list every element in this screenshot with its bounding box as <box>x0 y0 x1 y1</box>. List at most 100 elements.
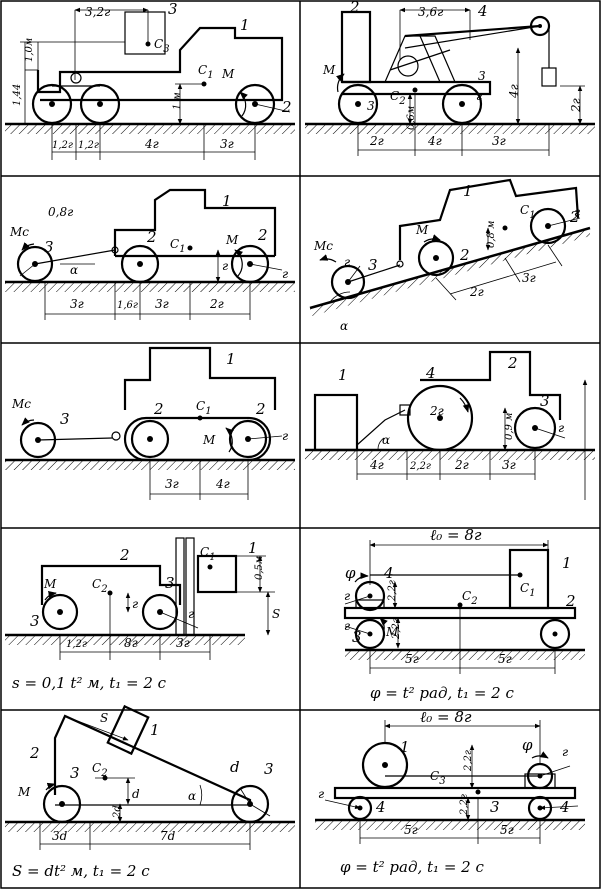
p1-dim-c: 4г <box>144 137 159 151</box>
p8-c2-label: C2 <box>462 589 478 607</box>
p10-dim-b: 5г <box>500 823 514 837</box>
p1-c1-label: C1 <box>198 63 214 81</box>
p3-dim-r: г <box>222 259 228 273</box>
p4-wheel-2b-label: 2 <box>569 208 580 226</box>
p1-body-1-label: 1 <box>240 16 250 34</box>
p4-wheel-2a-label: 2 <box>459 246 470 264</box>
p10-r2-label: г <box>318 787 324 801</box>
p2-wheel-3a-label: 3 <box>367 99 375 113</box>
p2-radius-label: г <box>476 89 482 103</box>
p3-dim-d: 2г <box>209 297 224 311</box>
p2-dim-b: 0,6м <box>406 106 417 130</box>
p5-c1-label: C1 <box>196 399 212 417</box>
p7-formula: s = 0,1 t² м, t₁ = 2 с <box>12 674 167 692</box>
p10-wheel-4b-label: 4 <box>559 798 570 816</box>
p3-body-1-label: 1 <box>222 192 232 210</box>
p10-platform-3-label: 3 <box>490 798 500 816</box>
p2-dim-a: 2г <box>369 134 384 148</box>
p7-dim-b: 8г <box>124 636 138 650</box>
p10-dim-22a: 2,2г <box>463 750 474 772</box>
p7-dim-s: S <box>272 607 280 621</box>
p9-d-radius: d <box>230 758 240 776</box>
panel-3-tractor-trailer: 1 2 2 3 C1 M Mc α 0,8г г г 3г 1,6г 3г 2г <box>5 188 295 320</box>
p7-moment-label: M <box>43 577 57 591</box>
p8-dim-22a: 2,2г <box>387 580 398 602</box>
panel-2-crane: 2 3 3 4 C2 M г 3,6г 2г 0,6м 4г 3г 4г 2г <box>305 0 595 156</box>
p8-c1-label: C1 <box>520 581 536 599</box>
panel-9-incline-cart: 1 2 3 3 C2 M S d α d 2d 3d 7d S = dt² м,… <box>5 704 295 880</box>
p1-dim-1m: 1 м <box>172 92 183 110</box>
p9-dim-a: 3d <box>52 829 68 843</box>
p3-wheel-2b-label: 2 <box>257 226 268 244</box>
p10-r-label: г <box>562 745 568 759</box>
p7-dim-05: 0,5м <box>254 556 265 580</box>
p4-dim-b: 3г <box>522 271 536 285</box>
p3-moment-label: M <box>225 233 239 247</box>
p2-moment-label: M <box>322 63 336 77</box>
p10-length-label: ℓ₀ = 8г <box>420 708 472 726</box>
p3-wheel-3-label: 3 <box>44 238 54 256</box>
p8-moment-label: M <box>385 625 399 639</box>
p1-dim-a: 1,2г <box>52 140 73 151</box>
p10-c3-label: C3 <box>430 769 446 787</box>
p6-dim-2r: 2г <box>429 404 444 418</box>
p4-dim-a: 2г <box>469 285 484 299</box>
p6-wheel-3-label: 3 <box>540 392 550 410</box>
p4-dim-r2: г <box>574 205 580 219</box>
p10-formula: φ = t² рад, t₁ = 2 с <box>340 858 484 876</box>
p4-moment-label: M <box>415 223 429 237</box>
p6-alpha-label: α <box>382 433 390 447</box>
panel-4-tractor-incline: 1 2 2 3 C1 M Mc α г г 0,8 м 2г 3г <box>309 178 591 333</box>
p7-c1-label: C1 <box>200 545 216 563</box>
p5-radius-label: г <box>282 429 288 443</box>
p6-radius-label: г <box>558 421 564 435</box>
p6-dim-a: 4г <box>369 458 384 472</box>
p2-wheel-3b-label: 3 <box>478 69 486 83</box>
p9-c2-label: C2 <box>92 761 108 779</box>
p5-wheel-2b-label: 2 <box>255 400 266 418</box>
p2-boom-4-label: 4 <box>477 2 488 20</box>
p8-dim-22b: 2,2г <box>391 618 402 640</box>
p10-dim-22b: 2,2г <box>459 794 470 816</box>
p2-c2-label: C2 <box>390 89 406 107</box>
p10-wheel-4a-label: 4 <box>375 798 386 816</box>
p3-dim-b: 1,6г <box>117 300 138 311</box>
p9-dim-2d: 2d <box>112 805 123 819</box>
p5-wheel-2a-label: 2 <box>153 400 164 418</box>
p2-dim-top: 3,6г <box>418 5 443 19</box>
p6-block-1-label: 1 <box>338 366 348 384</box>
panel-10-platform-rollers: 1 3 4 4 C3 φ г г ℓ₀ = 8г 2,2г 2,2г 5г 5г… <box>315 708 585 876</box>
p3-dim-a: 3г <box>70 297 84 311</box>
panel-5-crawler-tractor: 1 2 2 3 C1 M Mc г 3г 4г <box>5 346 295 500</box>
p9-moment-label: M <box>17 785 31 799</box>
p10-roller-1-label: 1 <box>400 738 410 756</box>
p5-dim-b: 4г <box>215 477 230 491</box>
p3-wheel-2a-label: 2 <box>146 228 157 246</box>
p3-dim-08: 0,8г <box>48 205 73 219</box>
p9-s-label: S <box>100 711 108 725</box>
p4-dim-r: г <box>344 255 350 269</box>
p1-c3-label: C3 <box>154 37 170 55</box>
p7-dim-a: 1,2г <box>66 639 87 650</box>
p1-dim-top: 3,2г <box>85 5 110 19</box>
p4-wheel-3-label: 3 <box>368 256 378 274</box>
p9-wheel-3a-label: 3 <box>70 764 80 782</box>
p7-dim-c: 3г <box>176 636 190 650</box>
p1-part-3-label: 3 <box>168 0 178 18</box>
p8-formula: φ = t² рад, t₁ = 2 с <box>370 684 514 702</box>
p1-dim-h1: 1,44 <box>12 84 23 106</box>
p4-body-1-label: 1 <box>463 182 473 200</box>
p7-load-1-label: 1 <box>248 539 258 557</box>
p4-c1-label: C1 <box>520 203 536 221</box>
p3-mc-label: Mc <box>9 225 29 239</box>
p9-body-2-label: 2 <box>29 744 40 762</box>
panel-8-platform: 1 2 3 4 C1 C2 M φ г г ℓ₀ = 8г 2,2г 2,2г … <box>343 526 585 702</box>
p6-dim-d: 3г <box>502 458 516 472</box>
p9-wheel-3b-label: 3 <box>264 760 274 778</box>
p3-c1-label: C1 <box>170 237 186 255</box>
p8-dim-b: 5г <box>498 652 512 666</box>
p7-body-2-label: 2 <box>119 546 130 564</box>
p7-dim-r: г <box>132 597 138 611</box>
p7-c2-label: C2 <box>92 577 108 595</box>
